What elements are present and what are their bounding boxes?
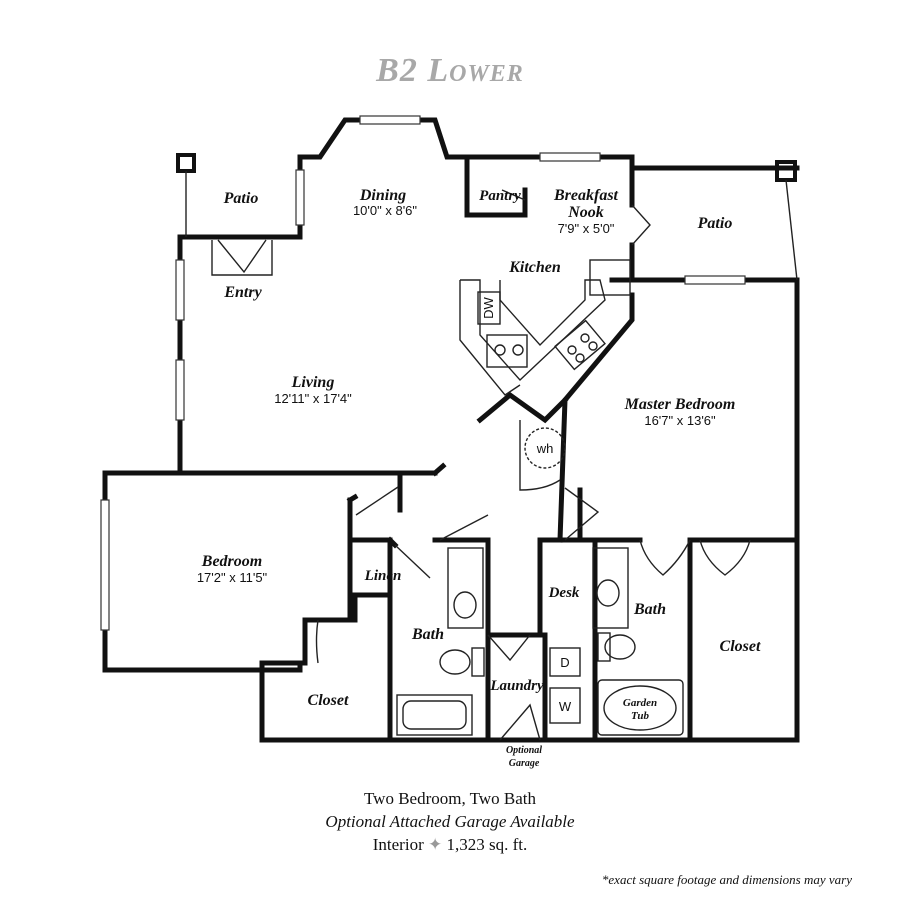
disclaimer-note: *exact square footage and dimensions may… bbox=[601, 872, 852, 887]
label-garden-1: Garden bbox=[623, 697, 657, 709]
label-patio-left: Patio bbox=[223, 190, 259, 207]
label-master: Master Bedroom bbox=[624, 396, 736, 413]
outer-walls bbox=[102, 117, 800, 743]
label-garage-2: Garage bbox=[509, 758, 540, 769]
plan-title: B2 Lower bbox=[376, 52, 524, 89]
label-master-dim: 16'7" x 13'6" bbox=[644, 413, 716, 428]
footer-line-1: Two Bedroom, Two Bath bbox=[363, 789, 537, 808]
label-breakfast-1: Breakfast bbox=[553, 187, 619, 204]
kitchen-counters bbox=[459, 259, 631, 396]
footer-line-3: Interior ✦ 1,323 sq. ft. bbox=[0, 835, 900, 855]
label-dining: Dining bbox=[359, 187, 406, 204]
footer-square-footage: 1,323 sq. ft. bbox=[446, 835, 528, 854]
bath-fixtures bbox=[396, 547, 684, 736]
label-laundry: Laundry bbox=[489, 678, 544, 694]
label-closet-right: Closet bbox=[720, 638, 761, 655]
label-washer: W bbox=[559, 699, 572, 714]
window-patio-left bbox=[295, 169, 305, 226]
window-master bbox=[684, 275, 746, 285]
label-kitchen: Kitchen bbox=[508, 259, 561, 276]
label-entry: Entry bbox=[223, 284, 262, 301]
label-desk: Desk bbox=[548, 585, 580, 601]
label-bedroom: Bedroom bbox=[201, 553, 262, 570]
label-garden-2: Tub bbox=[631, 710, 649, 722]
label-bedroom-dim: 17'2" x 11'5" bbox=[197, 570, 268, 585]
window-living-2 bbox=[175, 359, 185, 421]
label-breakfast-2: Nook bbox=[567, 204, 604, 221]
diamond-icon: ✦ bbox=[427, 835, 443, 854]
footer-line-2: Optional Attached Garage Available bbox=[325, 812, 575, 831]
label-closet-left: Closet bbox=[308, 692, 349, 709]
window-breakfast bbox=[539, 152, 601, 162]
patio-post-right bbox=[775, 160, 797, 182]
door-swings bbox=[211, 189, 751, 741]
water-heater bbox=[524, 427, 566, 469]
label-bath-right: Bath bbox=[633, 601, 666, 618]
label-living-dim: 12'11" x 17'4" bbox=[274, 391, 352, 406]
patio-post-left bbox=[176, 153, 196, 173]
label-bath-left: Bath bbox=[411, 626, 444, 643]
label-wh: wh bbox=[536, 441, 554, 456]
interior-walls bbox=[302, 154, 800, 743]
window-dining bbox=[359, 115, 421, 125]
label-dw: DW bbox=[481, 296, 496, 318]
label-linen: Linen bbox=[364, 568, 402, 584]
window-bedroom bbox=[100, 499, 110, 631]
label-garage-1: Optional bbox=[506, 745, 542, 756]
label-pantry: Pantry bbox=[479, 188, 521, 204]
window-living-1 bbox=[175, 259, 185, 321]
label-patio-right: Patio bbox=[697, 215, 733, 232]
label-dining-dim: 10'0" x 8'6" bbox=[353, 203, 417, 218]
label-dryer: D bbox=[560, 655, 569, 670]
label-breakfast-dim: 7'9" x 5'0" bbox=[558, 221, 615, 236]
footer-interior-label: Interior bbox=[372, 835, 424, 854]
label-living: Living bbox=[291, 374, 335, 391]
